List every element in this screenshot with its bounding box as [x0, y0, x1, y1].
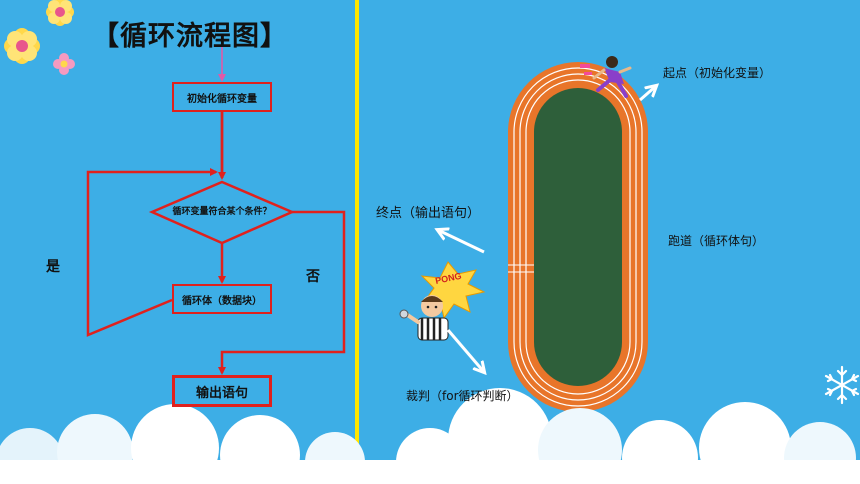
decision-diamond — [148, 180, 296, 245]
annotation-arrows — [438, 86, 656, 372]
flowchart-connectors — [86, 40, 346, 375]
track-label: 跑道（循环体句） — [668, 234, 765, 248]
flower-icon — [4, 0, 75, 75]
end-point-label: 终点（输出语句） — [376, 206, 481, 221]
condition-label: 循环变量符合某个条件？ — [172, 207, 272, 217]
cloud-icon — [0, 388, 860, 484]
loop-body-box: 循环体（数据块） — [172, 284, 272, 314]
yes-label: 是 — [46, 259, 60, 275]
no-label: 否 — [306, 269, 320, 285]
runner-icon — [580, 56, 632, 98]
start-point-label: 起点（初始化变量） — [663, 66, 772, 80]
output-statement-box: 输出语句 — [172, 375, 272, 407]
init-variable-box: 初始化循环变量 — [172, 82, 272, 112]
flowchart-title: 【循环流程图】 — [92, 21, 288, 52]
running-track — [508, 62, 648, 412]
referee-icon: PONG — [399, 261, 486, 341]
snowflake-icon — [824, 365, 860, 405]
referee-label: 裁判（for循环判断） — [406, 389, 519, 403]
